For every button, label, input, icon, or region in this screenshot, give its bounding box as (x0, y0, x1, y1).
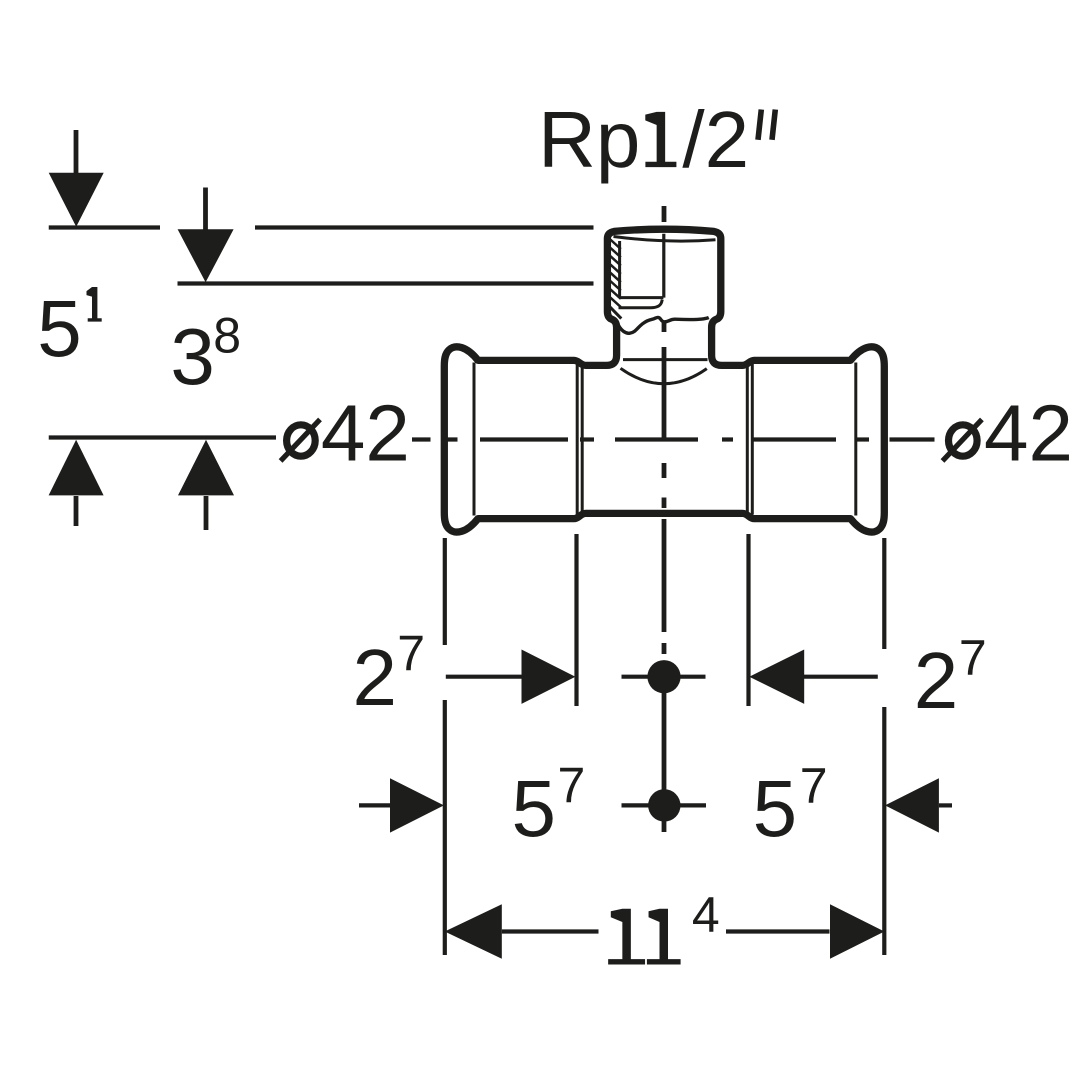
svg-text:7: 7 (959, 630, 987, 686)
svg-text:42: 42 (321, 388, 410, 477)
svg-text:7: 7 (558, 758, 586, 814)
svg-text:5: 5 (37, 284, 82, 373)
svg-text:5: 5 (512, 764, 557, 853)
svg-text:8: 8 (213, 307, 241, 363)
svg-text:7: 7 (800, 758, 828, 814)
svg-text:/2: /2 (682, 95, 749, 184)
svg-text:Rp: Rp (538, 95, 640, 184)
svg-text:4: 4 (692, 887, 720, 943)
svg-text:2: 2 (353, 633, 398, 722)
svg-text:3: 3 (170, 312, 215, 401)
svg-text:2: 2 (914, 636, 959, 725)
svg-text:7: 7 (397, 626, 425, 682)
svg-text:42: 42 (984, 388, 1073, 477)
svg-text:5: 5 (753, 764, 798, 853)
